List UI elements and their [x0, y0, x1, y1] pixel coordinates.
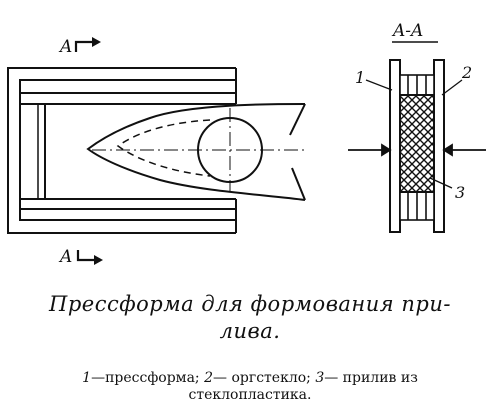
press-mold-figure: A A A-A — [7, 21, 486, 267]
figure-legend: 1—прессформа; 2— оргстекло; 3— прилив из… — [0, 370, 500, 404]
boss-inner-dashed — [116, 119, 211, 177]
pressure-arrows — [348, 143, 486, 157]
legend-item1-num: 1 — [82, 370, 92, 386]
section-view: A-A 1 2 3 — [348, 21, 486, 233]
plan-view — [7, 67, 237, 234]
legend-item1-text: —прессформа; — [91, 370, 205, 386]
caption-line-1: Прессформа для формования при- — [49, 292, 451, 316]
mold-outer-frame — [7, 67, 236, 234]
legend-item3-num: 3 — [315, 370, 325, 386]
caption-line-2: лива. — [219, 319, 281, 343]
leader-lines — [365, 79, 463, 189]
legend-line-1: 1—прессформа; 2— оргстекло; 3— прилив из — [0, 370, 500, 387]
mold-plate-left — [389, 59, 401, 233]
mold-inner-wall — [19, 79, 236, 221]
section-mark-top-letter: A — [58, 37, 72, 57]
legend-line-2: стеклопластика. — [188, 387, 312, 403]
figure-caption: Прессформа для формования при- лива. — [0, 291, 500, 345]
plexiglass-layers — [399, 74, 435, 221]
mold-plate-right — [433, 59, 445, 233]
boss-insert — [86, 103, 306, 201]
legend-item2-num: 2 — [204, 370, 214, 386]
legend-item3-text: — прилив из — [324, 370, 418, 386]
callout-2: 2 — [461, 63, 472, 82]
callout-3: 3 — [455, 183, 465, 202]
section-mark-bottom-letter: A — [58, 247, 72, 267]
center-lines — [92, 108, 305, 192]
section-view-title: A-A — [391, 21, 423, 41]
section-mark-bottom: A — [58, 247, 103, 267]
fiberglass-boss-section — [399, 94, 435, 193]
callout-1: 1 — [355, 68, 365, 87]
legend-item2-text: — оргстекло; — [213, 370, 316, 386]
section-mark-top: A — [58, 37, 101, 57]
